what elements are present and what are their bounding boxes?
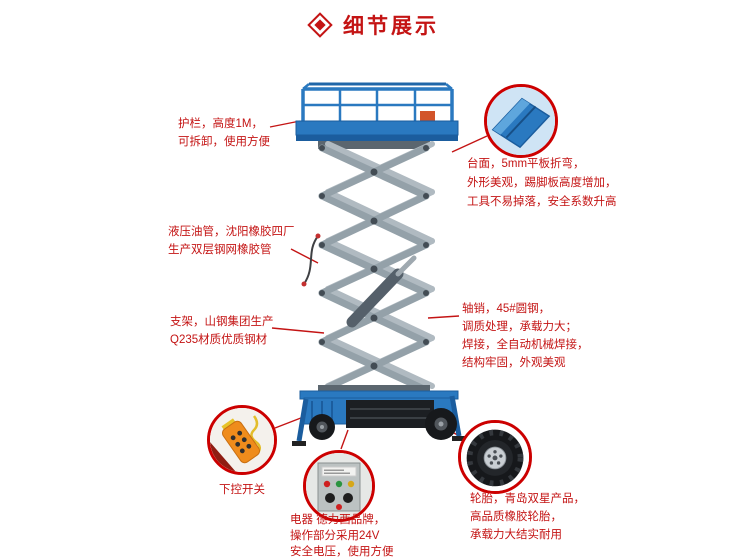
page-title-bar: 细节展示: [0, 10, 750, 40]
note-remote-switch: 下控开关: [219, 484, 265, 496]
note-hydraulic-hose: 液压油管，沈阳橡胶四厂 生产双层钢网橡胶管: [168, 226, 295, 256]
hydraulic-hose: [301, 233, 321, 287]
scissor-arms-back: [325, 141, 435, 389]
scissor-arms: [318, 144, 430, 394]
control-panel-image: [306, 453, 372, 519]
note-platform: 台面，5mm平板折弯， 外形美观，踢脚板高度增加， 工具不易掉落，安全系数升高: [467, 158, 617, 208]
page-title: 细节展示: [343, 15, 439, 38]
callout-leader-lines: [269, 120, 488, 450]
left-wheel: [309, 414, 335, 440]
right-wheel: [425, 408, 457, 440]
note-electric: 电器 德力西品牌， 操作部分采用24V 安全电压，使用方便: [290, 514, 394, 558]
remote-control-image: [210, 408, 274, 472]
callout-control-panel-photo: [303, 450, 375, 522]
note-axle-pin: 轴销，45#圆钢， 调质处理，承载力大； 焊接，全自动机械焊接， 结构牢固，外观…: [462, 303, 589, 369]
hydraulic-cylinder: [346, 255, 417, 328]
note-guardrail: 护栏，高度1M， 可拆卸，使用方便: [178, 118, 270, 148]
callout-remote-photo: [207, 405, 277, 475]
callout-tire-photo: [458, 420, 532, 494]
outrigger-legs: [292, 395, 466, 446]
note-tire: 轮胎，青岛双星产品， 高品质橡胶轮胎， 承载力大结实耐用: [470, 493, 585, 541]
base-chassis: [299, 385, 459, 428]
axle-pins: [319, 145, 429, 393]
tire-image: [461, 423, 529, 491]
platform-corner-image: [487, 87, 555, 155]
callout-platform-photo: [484, 84, 558, 158]
platform-guardrail: [301, 82, 454, 122]
diamond-icon: [307, 12, 333, 38]
note-frame: 支架，山钢集团生产 Q235材质优质钢材: [170, 316, 274, 346]
platform-deck: [295, 111, 459, 149]
